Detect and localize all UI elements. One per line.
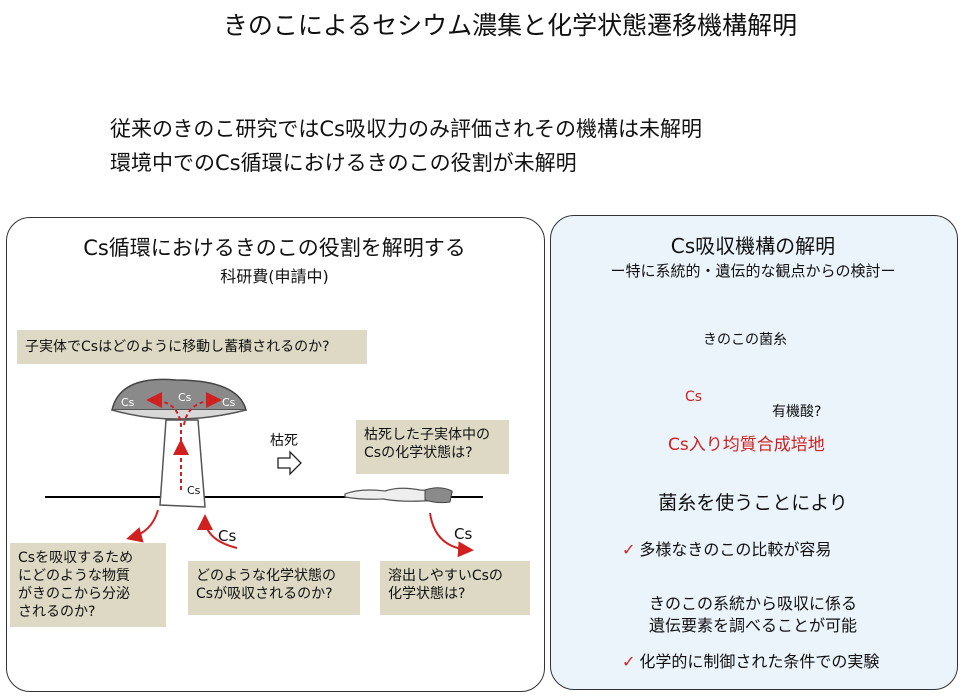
- question-elution: 溶出しやすいCsの 化学状態は?: [380, 561, 530, 615]
- left-panel-title: Cs循環におけるきのこの役割を解明する: [83, 236, 466, 260]
- cap-cs-label-1: Cs: [121, 396, 135, 409]
- right-panel-title: Cs吸収機構の解明: [670, 234, 836, 258]
- right-panel: [550, 215, 958, 690]
- elution-arrow: [429, 512, 474, 558]
- wither-label: 枯死: [270, 433, 298, 449]
- mushroom-stem: [159, 419, 206, 508]
- check-icon: ✓: [622, 540, 636, 559]
- right-panel-subtitle: ー特に系統的・遺伝的な観点からの検討ー: [610, 262, 896, 280]
- medium-label: Cs入り均質合成培地: [668, 435, 825, 455]
- dish-cs-label: Cs: [685, 389, 703, 405]
- mushroom-gills: [111, 409, 247, 420]
- intro-line-1: 従来のきのこ研究ではCs吸収力のみ評価されその機構は未解明: [110, 117, 702, 141]
- cs-in-arrow: [197, 514, 238, 549]
- cs-out-label: Cs: [454, 525, 473, 543]
- cs-in-label: Cs: [218, 527, 237, 545]
- page-title: きのこによるセシウム濃集と化学状態遷移機構解明: [222, 11, 798, 40]
- cs-flow-right: [183, 392, 222, 426]
- cs-flow-left: [146, 392, 182, 490]
- withered-mushroom-cap: [424, 487, 453, 504]
- question-withered: 枯死した子実体中の Csの化学状態は?: [356, 420, 509, 474]
- question-chemical-state: どのような化学状態の Csが吸収されるのか?: [188, 561, 360, 615]
- use-mycelium-text: 菌糸を使うことにより: [658, 492, 848, 514]
- secretion-arrow: [126, 509, 159, 543]
- wither-arrow-icon: [277, 450, 302, 476]
- question-transport: 子実体でCsはどのように移動し蓄積されるのか?: [17, 330, 367, 364]
- question-secretion: Csを吸収するため にどのような物質 がきのこから分泌 されるのか?: [10, 543, 166, 627]
- mycelium-label: きのこの菌糸: [703, 332, 787, 348]
- benefit-2-line-1: きのこの系統から吸収に係る: [648, 594, 857, 613]
- check-icon: ✓: [622, 652, 636, 671]
- benefit-3: ✓化学的に制御された条件での実験: [622, 652, 880, 671]
- left-panel-subtitle: 科研費(申請中): [220, 267, 329, 286]
- benefit-1: ✓多様なきのこの比較が容易: [622, 540, 832, 559]
- cap-cs-label-2: Cs: [178, 391, 192, 404]
- intro-line-2: 環境中でのCs循環におけるきのこの役割が未解明: [110, 151, 577, 175]
- stem-cs-label: Cs: [187, 484, 201, 497]
- dish-acid-label: 有機酸?: [772, 404, 822, 420]
- benefit-2-line-2: 遺伝要素を調べることが可能: [648, 616, 857, 635]
- cap-cs-label-3: Cs: [222, 396, 236, 409]
